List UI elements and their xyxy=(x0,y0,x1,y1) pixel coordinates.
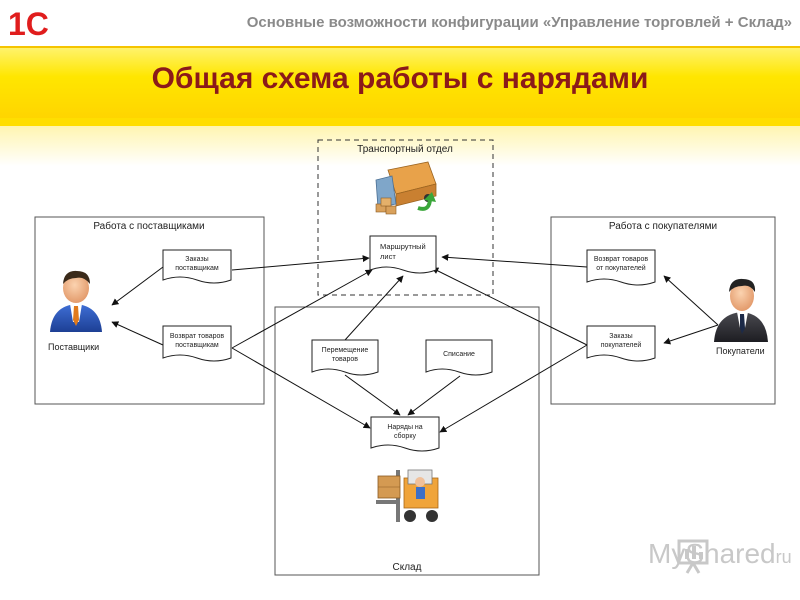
arrow-orders-to-route xyxy=(231,255,370,271)
arrow-returns-to-assembly xyxy=(231,347,371,429)
svg-text:Наряды на: Наряды на xyxy=(387,424,422,431)
top-bar: 1С Основные возможности конфигурации «Уп… xyxy=(0,0,800,46)
svg-text:сборку: сборку xyxy=(394,432,416,440)
document-customer-returns: Возврат товаров от покупателей xyxy=(586,249,656,286)
warehouse-box-title: Склад xyxy=(393,562,422,573)
logo-1c: 1С xyxy=(6,6,66,40)
svg-text:лист: лист xyxy=(380,252,396,261)
arrow-customer-to-custorders xyxy=(663,324,719,345)
svg-text:Маршрутный: Маршрутный xyxy=(380,242,426,251)
document-assembly-orders: Наряды на сборку xyxy=(370,416,440,452)
svg-text:Возврат товаров: Возврат товаров xyxy=(594,256,649,263)
svg-text:Заказы: Заказы xyxy=(609,333,632,340)
supplier-person-icon xyxy=(50,270,102,332)
arrow-writeoff-to-assembly xyxy=(407,375,461,416)
arrows xyxy=(111,253,719,433)
document-writeoff: Списание xyxy=(425,339,493,376)
arrow-orders-to-supplier xyxy=(111,266,164,306)
title-band-stripe xyxy=(0,118,800,126)
customers-label: Покупатели xyxy=(716,346,765,356)
svg-text:от покупателей: от покупателей xyxy=(596,264,646,272)
svg-text:Возврат товаров: Возврат товаров xyxy=(170,333,225,340)
title-band-fade xyxy=(0,126,800,166)
document-transfer: Перемещение товаров xyxy=(311,339,379,376)
presentation-icon xyxy=(677,539,709,574)
customer-person-icon xyxy=(714,278,768,342)
arrow-transfer-to-assembly xyxy=(344,374,401,416)
customers-box xyxy=(550,216,776,405)
document-route-sheet: Маршрутный лист xyxy=(369,235,437,274)
arrow-custreturn-to-route xyxy=(441,253,588,268)
svg-text:Заказы: Заказы xyxy=(185,256,208,263)
logo-text: 1С xyxy=(8,6,49,40)
arrow-returns-to-supplier xyxy=(111,321,164,346)
customers-box-title: Работа с покупателями xyxy=(609,220,717,232)
header-subtitle: Основные возможности конфигурации «Управ… xyxy=(246,14,792,31)
svg-text:Списание: Списание xyxy=(443,351,475,358)
title-band xyxy=(0,46,800,120)
forklift-icon xyxy=(376,469,439,522)
slide-title: Общая схема работы с нарядами xyxy=(151,62,649,95)
transport-box xyxy=(317,139,494,296)
svg-text:поставщикам: поставщикам xyxy=(175,265,219,272)
document-supplier-orders: Заказы поставщикам xyxy=(162,249,232,284)
svg-text:покупателей: покупателей xyxy=(601,341,642,349)
watermark-text: MySharedru xyxy=(648,538,792,569)
arrow-custorders-to-route xyxy=(431,267,588,346)
arrow-customer-to-custreturn xyxy=(663,275,719,326)
svg-text:поставщикам: поставщикам xyxy=(175,342,219,349)
suppliers-label: Поставщики xyxy=(48,342,99,352)
arrow-transfer-to-route xyxy=(344,275,404,341)
document-supplier-returns: Возврат товаров поставщикам xyxy=(162,325,232,362)
truck-icon xyxy=(375,161,437,215)
suppliers-box-title: Работа с поставщиками xyxy=(93,220,204,232)
arrow-returns-to-route xyxy=(231,269,373,349)
svg-text:товаров: товаров xyxy=(332,356,358,363)
svg-text:Перемещение: Перемещение xyxy=(322,347,369,354)
document-customer-orders: Заказы покупателей xyxy=(586,325,656,362)
arrow-custorders-to-assembly xyxy=(439,344,588,433)
transport-box-title: Транспортный отдел xyxy=(357,144,453,155)
